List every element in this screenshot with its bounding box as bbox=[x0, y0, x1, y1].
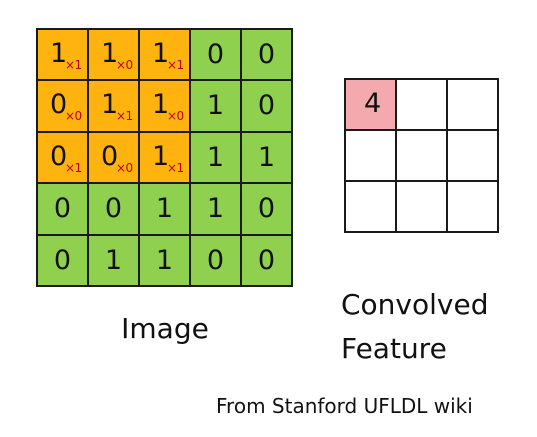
cell-value: 1 bbox=[206, 193, 225, 225]
cell-value: 0 bbox=[257, 39, 276, 70]
image-cell: 0 bbox=[242, 81, 293, 133]
convolved-feature-label-line1: Convolved bbox=[341, 288, 489, 321]
cell-value: 1 bbox=[50, 38, 68, 69]
kernel-cell: 1×1 bbox=[140, 30, 191, 82]
image-cell: 0 bbox=[38, 184, 89, 236]
feature-value: 4 bbox=[364, 88, 382, 119]
kernel-weight: ×0 bbox=[167, 109, 184, 124]
kernel-cell: 0×0 bbox=[38, 81, 89, 133]
kernel-cell: 1×1 bbox=[140, 132, 191, 185]
convolved-feature-label-line2: Feature bbox=[341, 332, 447, 365]
image-cell: 0 bbox=[242, 30, 293, 82]
cell-value: 0 bbox=[50, 140, 68, 172]
cell-value: 1 bbox=[206, 90, 225, 122]
image-label: Image bbox=[121, 312, 209, 345]
image-cell: 0 bbox=[242, 235, 293, 287]
cell-value: 1 bbox=[152, 89, 170, 121]
cell-value: 1 bbox=[257, 141, 276, 173]
cell-value: 0 bbox=[104, 193, 123, 225]
kernel-weight: ×0 bbox=[116, 160, 133, 175]
kernel-weight: ×0 bbox=[65, 109, 82, 124]
kernel-cell: 0×1 bbox=[38, 132, 89, 185]
image-cell: 1 bbox=[191, 132, 242, 185]
kernel-cell: 0×0 bbox=[89, 132, 140, 185]
cell-value: 1 bbox=[152, 38, 170, 69]
cell-value: 0 bbox=[257, 244, 276, 276]
image-cell: 1 bbox=[242, 132, 293, 185]
kernel-weight: ×1 bbox=[65, 160, 82, 175]
kernel-weight: ×1 bbox=[167, 160, 184, 175]
feature-cell bbox=[397, 80, 448, 131]
cell-value: 1 bbox=[152, 140, 170, 172]
cell-value: 0 bbox=[206, 39, 225, 70]
kernel-weight: ×1 bbox=[65, 58, 82, 72]
image-cell: 0 bbox=[191, 235, 242, 287]
kernel-cell: 1×0 bbox=[140, 81, 191, 133]
image-cell: 1 bbox=[191, 184, 242, 236]
cell-value: 0 bbox=[257, 90, 276, 122]
feature-cell-filled: 4 bbox=[346, 80, 397, 131]
cell-value: 1 bbox=[206, 141, 225, 173]
cell-value: 0 bbox=[53, 244, 72, 276]
convolved-feature-label: Convolved Feature bbox=[341, 283, 488, 371]
convolved-feature-matrix: 4 bbox=[344, 78, 499, 233]
source-credit: From Stanford UFLDL wiki bbox=[216, 394, 473, 418]
feature-cell bbox=[397, 131, 448, 182]
image-cell: 1 bbox=[89, 235, 140, 287]
image-cell: 1 bbox=[140, 235, 191, 287]
cell-value: 1 bbox=[155, 193, 174, 225]
kernel-weight: ×0 bbox=[116, 58, 133, 72]
cell-value: 0 bbox=[101, 140, 119, 172]
image-cell: 0 bbox=[191, 30, 242, 82]
feature-cell bbox=[448, 80, 499, 131]
cell-value: 1 bbox=[101, 38, 119, 69]
kernel-weight: ×1 bbox=[116, 109, 133, 124]
cell-value: 0 bbox=[50, 89, 68, 121]
kernel-weight: ×1 bbox=[167, 58, 184, 72]
kernel-cell: 1×1 bbox=[89, 81, 140, 133]
image-cell: 0 bbox=[242, 184, 293, 236]
cell-value: 1 bbox=[101, 89, 119, 121]
cell-value: 1 bbox=[104, 244, 123, 276]
image-cell: 1 bbox=[191, 81, 242, 133]
image-cell: 1 bbox=[140, 184, 191, 236]
kernel-cell: 1×1 bbox=[38, 30, 89, 82]
cell-value: 0 bbox=[53, 193, 72, 225]
feature-cell bbox=[346, 131, 397, 182]
image-cell: 0 bbox=[38, 235, 89, 287]
cell-value: 0 bbox=[257, 193, 276, 225]
image-cell: 0 bbox=[89, 184, 140, 236]
cell-value: 1 bbox=[155, 244, 174, 276]
kernel-cell: 1×0 bbox=[89, 30, 140, 82]
cell-value: 0 bbox=[206, 244, 225, 276]
feature-cell bbox=[346, 182, 397, 233]
feature-cell bbox=[448, 182, 499, 233]
feature-cell bbox=[397, 182, 448, 233]
feature-cell bbox=[448, 131, 499, 182]
